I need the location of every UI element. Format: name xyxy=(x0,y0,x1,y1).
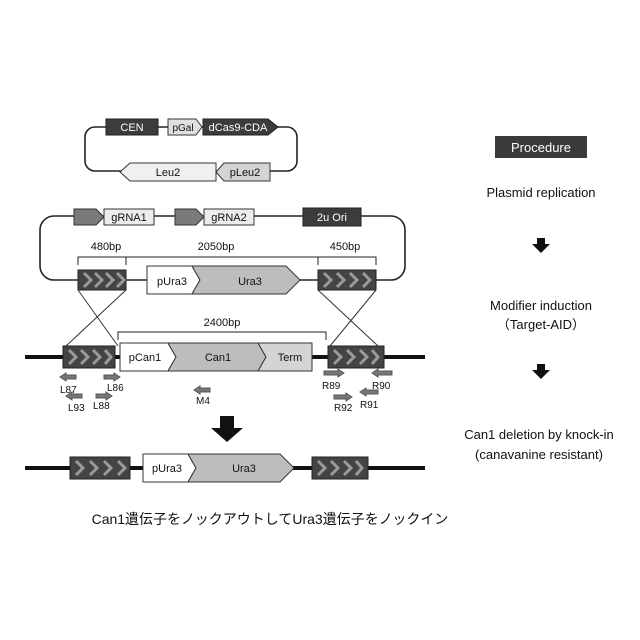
primer-r91-label: R91 xyxy=(360,400,379,411)
primer-r90 xyxy=(372,369,392,377)
primer-l87 xyxy=(60,373,76,381)
procedure-step-3-line-1: Can1 deletion by knock-in xyxy=(464,427,614,442)
result-ura3-block: Ura3 xyxy=(188,454,294,482)
dcas9-label: dCas9-CDA xyxy=(209,122,268,134)
down-arrow-icon-2 xyxy=(532,364,550,379)
pleu2-block: pLeu2 xyxy=(216,163,270,181)
pura3-label: pUra3 xyxy=(157,276,187,288)
len-can-label: 2400bp xyxy=(204,317,241,329)
term-label: Term xyxy=(278,352,302,364)
pleu2-label: pLeu2 xyxy=(230,167,261,179)
primer-m4 xyxy=(194,386,210,394)
grna2-block: gRNA2 xyxy=(175,209,254,225)
pcan1-label: pCan1 xyxy=(129,352,161,364)
bracket-can xyxy=(118,332,326,340)
primers: L87 L86 L93 L88 M4 R89 R90 R92 R91 xyxy=(60,369,392,414)
cen-label: CEN xyxy=(120,122,143,134)
pcan1-block: pCan1 xyxy=(120,343,176,371)
leu2-block: Leu2 xyxy=(120,163,216,181)
grna1-block: gRNA1 xyxy=(74,209,154,225)
bracket-mid xyxy=(126,257,318,265)
primer-r92-label: R92 xyxy=(334,403,353,414)
procedure-panel: Procedure Plasmid replication Modifier i… xyxy=(464,136,614,462)
primer-l86-label: L86 xyxy=(107,383,124,394)
homology-left-result xyxy=(70,457,130,479)
cen-block: CEN xyxy=(106,119,158,135)
primer-l93-label: L93 xyxy=(68,403,85,414)
genome-locus: 2400bp pCan1 Can1 Term L87 L86 xyxy=(25,317,425,414)
len-right-label: 450bp xyxy=(330,241,361,253)
result-ura3-label: Ura3 xyxy=(232,463,256,475)
pgal-block: pGal xyxy=(168,119,202,135)
grna1-label: gRNA1 xyxy=(111,212,146,224)
len-mid-label: 2050bp xyxy=(198,241,235,253)
can1-block: Can1 xyxy=(168,343,266,371)
homology-left-genome xyxy=(63,346,115,368)
pura3-block: pUra3 xyxy=(147,266,200,294)
ori-label: 2u Ori xyxy=(317,212,347,224)
primer-l86 xyxy=(104,373,120,381)
primer-m4-label: M4 xyxy=(196,396,210,407)
primer-l88-label: L88 xyxy=(93,401,110,412)
pgal-label: pGal xyxy=(172,123,193,134)
homology-right-genome xyxy=(328,346,384,368)
procedure-step-3-line-2: (canavanine resistant) xyxy=(475,447,603,462)
ura3-label: Ura3 xyxy=(238,276,262,288)
procedure-step-2-line-1: Modifier induction xyxy=(490,298,592,313)
can1-label: Can1 xyxy=(205,352,231,364)
down-arrow-icon-1 xyxy=(532,238,550,253)
procedure-step-2-line-2: （Target-AID） xyxy=(497,317,585,332)
procedure-step-1: Plasmid replication xyxy=(486,185,595,200)
homology-right-result xyxy=(312,457,368,479)
result-locus: pUra3 Ura3 xyxy=(25,454,425,482)
caption: Can1遺伝子をノックアウトしてUra3遺伝子をノックイン xyxy=(92,511,449,527)
grna2-label: gRNA2 xyxy=(211,212,246,224)
plasmid-1: CEN pGal dCas9-CDA Leu2 pLeu2 xyxy=(85,119,297,181)
primer-r89-label: R89 xyxy=(322,381,341,392)
term-block: Term xyxy=(258,343,312,371)
plasmid-2: gRNA1 gRNA2 2u Ori 480bp 2050bp 450bp pU… xyxy=(40,208,405,294)
result-arrow-icon xyxy=(211,416,243,442)
primer-r89 xyxy=(324,369,344,377)
ori-block: 2u Ori xyxy=(303,208,361,226)
ura3-block: Ura3 xyxy=(192,266,300,294)
dcas9-block: dCas9-CDA xyxy=(203,119,278,135)
len-left-label: 480bp xyxy=(91,241,122,253)
primer-r92 xyxy=(334,393,352,401)
result-pura3-block: pUra3 xyxy=(143,454,196,482)
bracket-right xyxy=(318,257,376,265)
result-pura3-label: pUra3 xyxy=(152,463,182,475)
bracket-left xyxy=(78,257,126,265)
homology-left-plasmid xyxy=(78,270,126,290)
homology-right-plasmid xyxy=(318,270,376,290)
procedure-header: Procedure xyxy=(511,140,571,155)
leu2-label: Leu2 xyxy=(156,167,180,179)
